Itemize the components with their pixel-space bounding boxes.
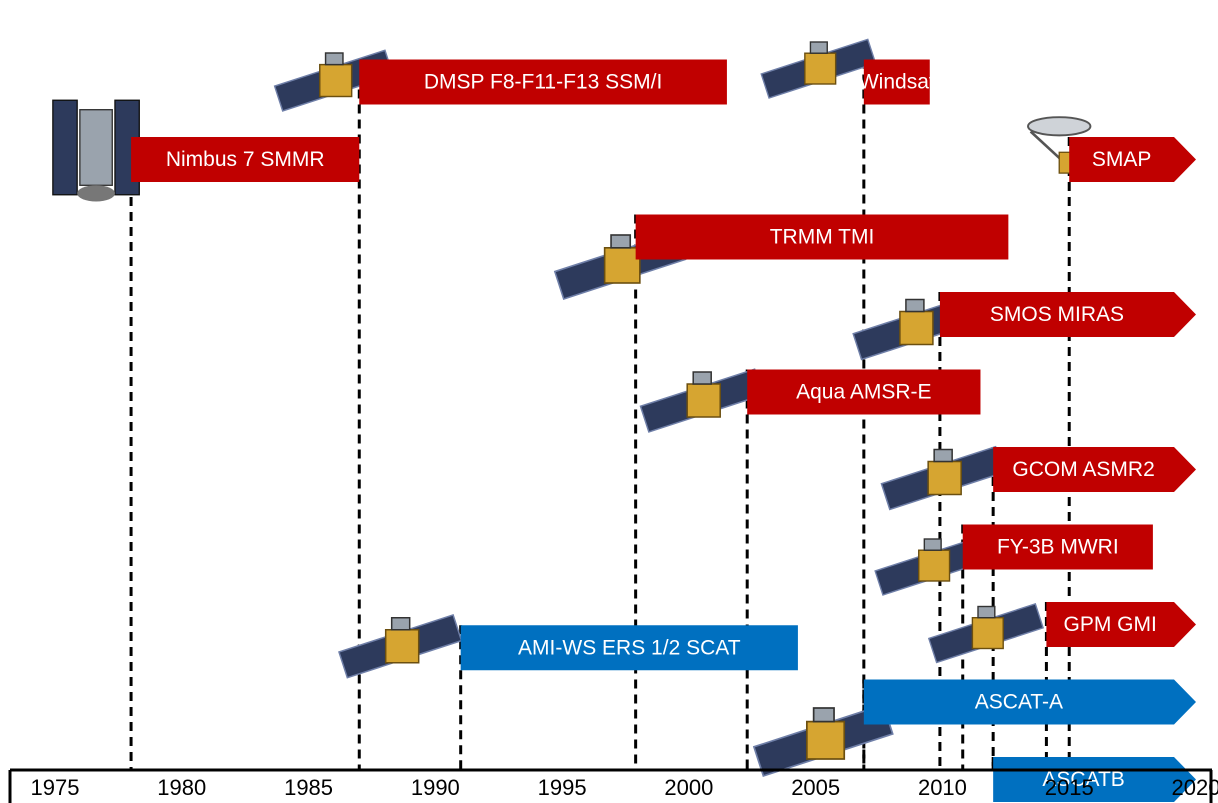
year-tick-label: 2000 <box>664 775 713 800</box>
year-tick-label: 1975 <box>31 775 80 800</box>
year-tick-label: 1990 <box>411 775 460 800</box>
mission-label: SMOS MIRAS <box>990 303 1124 326</box>
mission-label: GCOM ASMR2 <box>1012 458 1154 481</box>
mission-label: ASCAT-A <box>975 691 1063 714</box>
mission-bar-smap <box>1069 137 1196 182</box>
year-tick-label: 2005 <box>791 775 840 800</box>
mission-label: GPM GMI <box>1064 613 1157 636</box>
timeline-axis: 1975 1980 1985 1990 1995 2000 2005 2010 2015 2020 <box>8 768 1218 803</box>
mission-label: ASCATB <box>1042 768 1124 791</box>
mission-bar-gcom-asmr2 <box>993 447 1196 492</box>
mission-bar-gpm-gmi <box>1046 602 1196 647</box>
mission-bars: Nimbus 7 SMMR DMSP F8-F11-F13 SSM/I TRMM T… <box>131 59 1196 802</box>
mission-label: Nimbus 7 SMMR <box>166 148 325 171</box>
mission-bar-dmsp-f8-f11-f13-ssm-i <box>359 59 727 105</box>
mission-bar-ascatb <box>993 757 1196 802</box>
mission-bar-smos-miras <box>939 292 1196 337</box>
satellite-windsat-icon <box>760 38 877 99</box>
satellite-icons <box>52 38 1092 778</box>
satellite-ers-icon <box>338 613 463 679</box>
satellite-gpm-icon <box>927 602 1045 664</box>
mission-label: FY-3B MWRI <box>997 536 1119 559</box>
mission-label: Windsat <box>859 71 935 94</box>
mission-bar-fy-3b-mwri <box>962 524 1153 570</box>
year-tick-label: 2010 <box>918 775 967 800</box>
year-tick-label: 2015 <box>1045 775 1094 800</box>
satellite-gcom-icon <box>880 445 1005 511</box>
mission-label: Aqua AMSR-E <box>796 381 931 404</box>
mission-label: AMI-WS ERS 1/2 SCAT <box>518 636 741 659</box>
mission-bar-trmm-tmi <box>635 214 1009 260</box>
mission-bar-nimbus-7-smmr <box>131 137 360 182</box>
year-tick-label: 1985 <box>284 775 333 800</box>
mission-bar-ami-ws-ers-1-2-scat <box>460 625 798 671</box>
year-tick-label: 1980 <box>157 775 206 800</box>
mission-bar-aqua-amsr-e <box>747 369 981 415</box>
year-tick-label: 1995 <box>538 775 587 800</box>
mission-bar-windsat <box>863 59 930 105</box>
satellite-aqua-icon <box>639 368 764 433</box>
mission-bar-ascat-a <box>863 679 1196 725</box>
mission-label: DMSP F8-F11-F13 SSM/I <box>424 71 662 94</box>
mission-label: TRMM TMI <box>770 226 875 249</box>
satellite-metop-icon <box>752 703 894 778</box>
year-tick-label: 2020 <box>1172 775 1218 800</box>
mission-label: SMAP <box>1092 148 1152 171</box>
satellite-nimbus-icon <box>52 99 140 202</box>
